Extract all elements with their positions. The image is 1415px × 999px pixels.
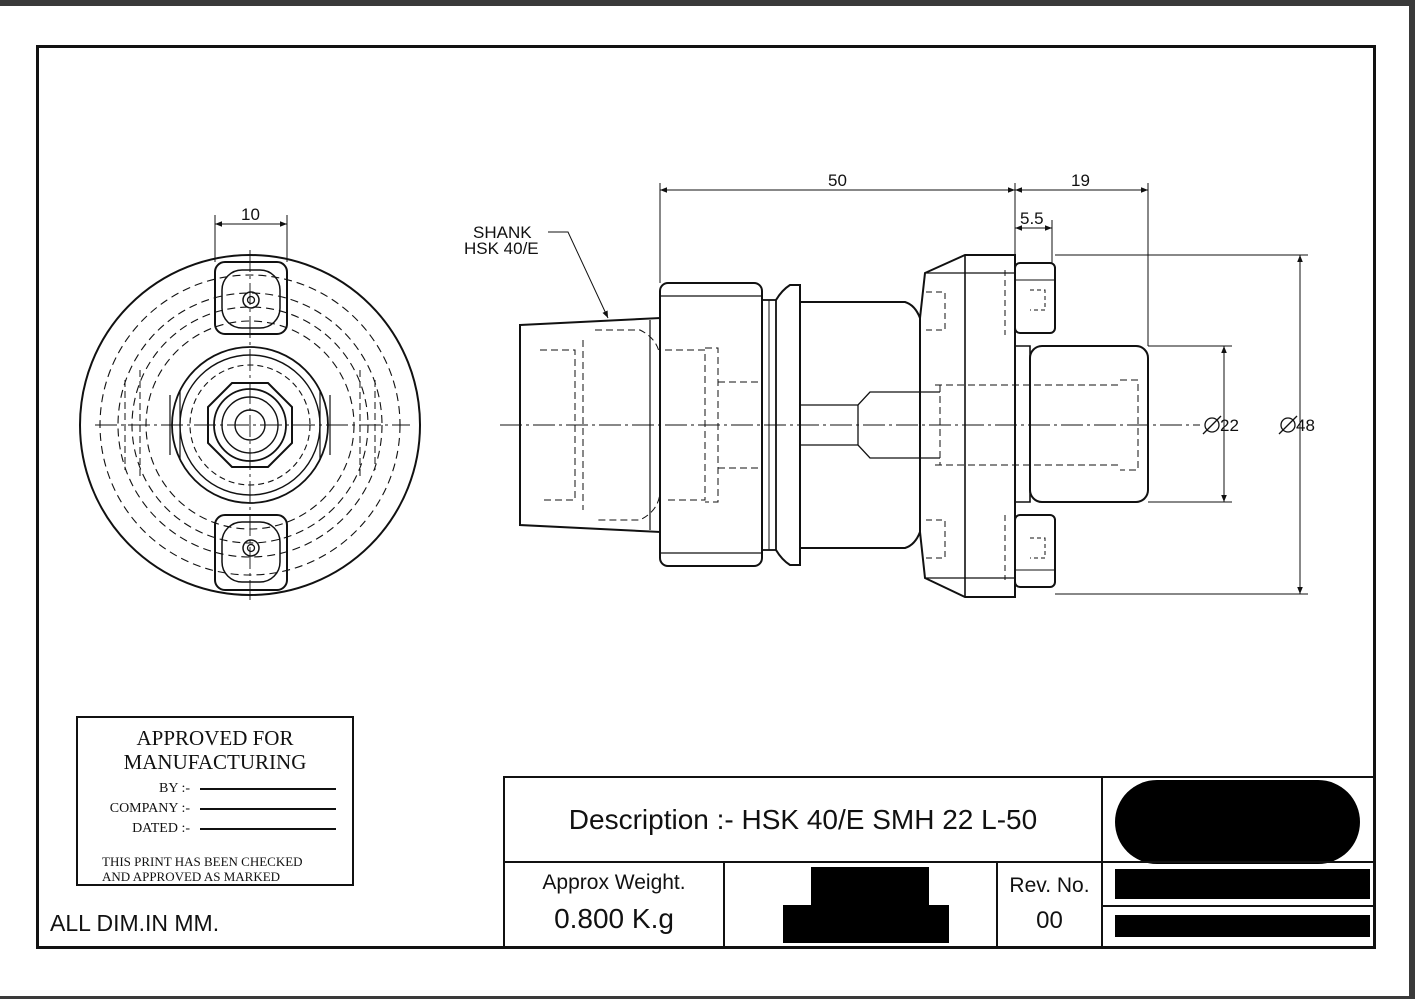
dim-length-tail: 19: [1071, 171, 1090, 190]
rev-label: Rev. No.: [1009, 874, 1090, 897]
side-view: [500, 183, 1308, 598]
approval-dated-label: DATED :-: [132, 821, 190, 836]
dim-front-width: 10: [241, 205, 260, 224]
approval-by-label: BY :-: [159, 781, 190, 796]
approval-note: THIS PRINT HAS BEEN CHECKED AND APPROVED…: [102, 854, 303, 884]
redacted-block-bottom: [783, 905, 949, 943]
shank-label-line2: HSK 40/E: [464, 239, 539, 258]
shank-label-line1: SHANK: [473, 223, 532, 242]
approval-note-line1: THIS PRINT HAS BEEN CHECKED: [102, 854, 303, 869]
units-note: ALL DIM.IN MM.: [50, 910, 220, 936]
approval-dated-row: DATED :-: [78, 821, 336, 837]
dim-length-main: 50: [828, 171, 847, 190]
description-text: Description :- HSK 40/E SMH 22 L-50: [568, 804, 1038, 835]
redacted-block-top: [811, 867, 929, 907]
dim-step: 5.5: [1020, 209, 1044, 228]
drawing-number-cell: [723, 861, 998, 949]
revision-cell: Rev. No. 00: [996, 861, 1103, 949]
redacted-logo: [1115, 780, 1360, 864]
approval-by-line: [200, 788, 336, 790]
redacted-bar-bottom: [1115, 915, 1370, 937]
viewer-frame-right: [1409, 0, 1415, 999]
redacted-bar-top: [1115, 869, 1370, 899]
approval-by-row: BY :-: [78, 781, 336, 797]
approval-note-line2: AND APPROVED AS MARKED: [102, 869, 281, 884]
approval-company-line: [200, 808, 336, 810]
approval-title: APPROVED FOR MANUFACTURING: [78, 726, 352, 774]
approval-company-row: COMPANY :-: [78, 801, 336, 817]
logo-cell: [1101, 776, 1376, 864]
viewer-frame-bottom: [0, 996, 1415, 999]
dim-dia-large-value: 48: [1296, 416, 1315, 435]
approval-company-label: COMPANY :-: [109, 801, 190, 816]
weight-cell: Approx Weight. 0.800 K.g: [503, 861, 725, 949]
dim-dia-large: 48: [1278, 415, 1315, 435]
weight-value: 0.800 K.g: [554, 903, 674, 934]
info-cell-top: [1101, 861, 1376, 907]
viewer-frame-top: [0, 0, 1415, 6]
weight-label: Approx Weight.: [542, 871, 686, 894]
approval-box: APPROVED FOR MANUFACTURING BY :- COMPANY…: [76, 716, 354, 886]
approval-dated-line: [200, 828, 336, 830]
approval-title-line2: MANUFACTURING: [123, 750, 307, 774]
approval-title-line1: APPROVED FOR: [136, 726, 294, 750]
rev-value: 00: [1036, 907, 1063, 934]
front-view: [79, 215, 421, 600]
info-cell-bottom: [1101, 905, 1376, 949]
dim-dia-small-value: 22: [1220, 416, 1239, 435]
description-cell: Description :- HSK 40/E SMH 22 L-50: [503, 776, 1103, 863]
dim-dia-small: 22: [1202, 415, 1239, 435]
